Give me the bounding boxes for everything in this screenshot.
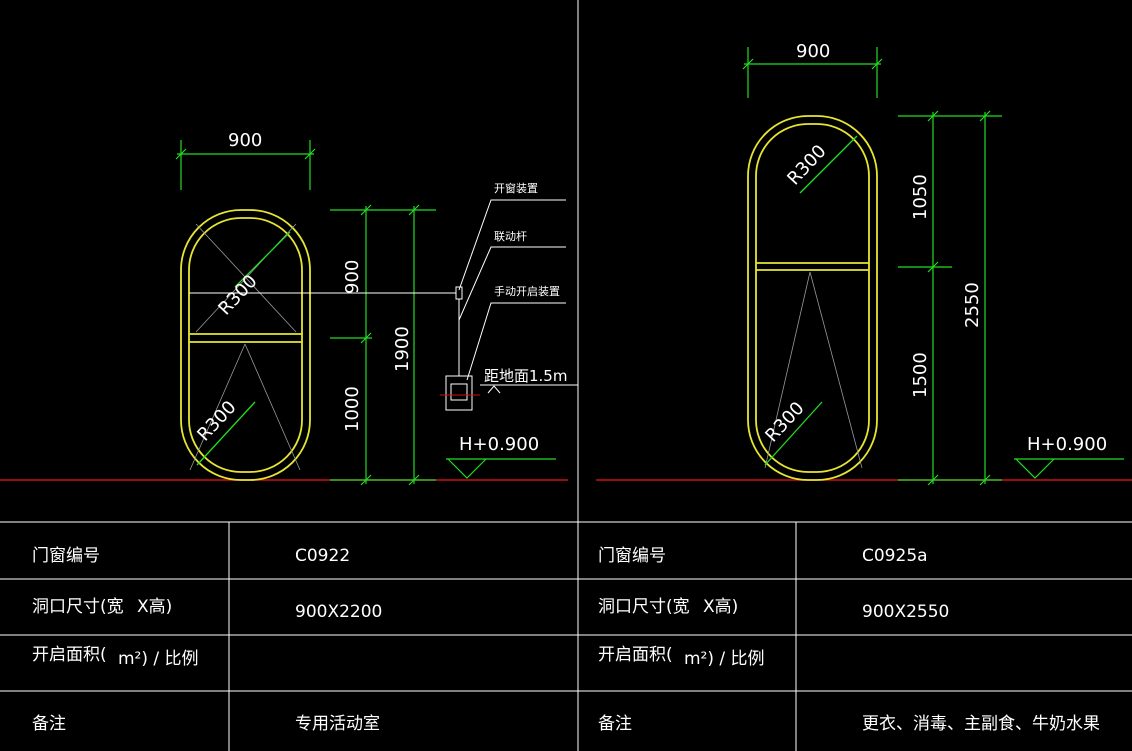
right-radius-upper: R300 — [783, 141, 830, 190]
left-size-value: 900X2200 — [295, 602, 382, 622]
right-id-value: C0925a — [862, 546, 928, 566]
left-width-dimension — [175, 140, 316, 190]
left-id-label: 门窗编号 — [32, 546, 100, 566]
right-window-frame — [747, 115, 878, 481]
left-radius-upper: R300 — [214, 271, 261, 320]
right-size-label-b: X高) — [703, 597, 738, 617]
right-area-label-a: 开启面积( — [598, 645, 673, 665]
right-size-label-a: 洞口尺寸(宽 — [598, 597, 690, 617]
left-remark-value: 专用活动室 — [295, 714, 380, 734]
right-id-label: 门窗编号 — [598, 546, 666, 566]
left-callout-leaders — [458, 199, 578, 394]
left-size-label-a: 洞口尺寸(宽 — [32, 597, 124, 617]
left-area-label-b: m²) / 比例 — [118, 649, 199, 669]
left-opener-mechanism — [189, 286, 473, 411]
right-remark-value: 更衣、消毒、主副食、牛奶水果 — [862, 714, 1100, 734]
callout-manual-opener: 手动开启装置 — [494, 284, 560, 298]
right-width-label: 900 — [796, 41, 830, 62]
left-width-label: 900 — [228, 130, 262, 151]
right-lower-height-label: 1500 — [910, 352, 931, 398]
right-elevation-label: H+0.900 — [1027, 434, 1107, 455]
left-remark-label: 备注 — [32, 714, 66, 734]
right-remark-label: 备注 — [598, 714, 632, 734]
right-upper-height-label: 1050 — [910, 174, 931, 220]
left-elevation-mark — [446, 458, 556, 479]
window-schedule-table: 门窗编号 C0922 洞口尺寸(宽 X高) 900X2200 开启面积( m²)… — [32, 546, 1100, 734]
left-window-frame — [180, 209, 311, 481]
callout-floor-height: 距地面1.5m — [484, 367, 567, 385]
right-area-label-b: m²) / 比例 — [684, 649, 765, 669]
left-area-label-a: 开启面积( — [32, 645, 107, 665]
left-id-value: C0922 — [295, 546, 350, 566]
left-elevation-label: H+0.900 — [459, 434, 539, 455]
right-window: R300 R300 900 1050 1500 2550 — [742, 41, 1124, 486]
left-radius-lower: R300 — [193, 397, 240, 446]
left-upper-height-label: 900 — [342, 260, 363, 294]
right-width-dimension — [742, 47, 883, 98]
right-elevation-mark — [1014, 458, 1124, 479]
left-total-height-label: 1900 — [392, 326, 413, 372]
right-size-value: 900X2550 — [862, 602, 949, 622]
left-height-dimension — [330, 204, 436, 486]
callout-window-opener: 开窗装置 — [494, 181, 538, 195]
right-window-opening-lines — [764, 271, 863, 469]
left-size-label-b: X高) — [137, 597, 172, 617]
right-radius-lower: R300 — [761, 398, 808, 447]
right-height-dimension — [898, 110, 1002, 486]
callout-linkage-rod: 联动杆 — [494, 229, 527, 243]
left-window: R300 R300 900 900 1000 1900 — [175, 130, 578, 486]
right-total-height-label: 2550 — [962, 282, 983, 328]
left-lower-height-label: 1000 — [342, 386, 363, 432]
